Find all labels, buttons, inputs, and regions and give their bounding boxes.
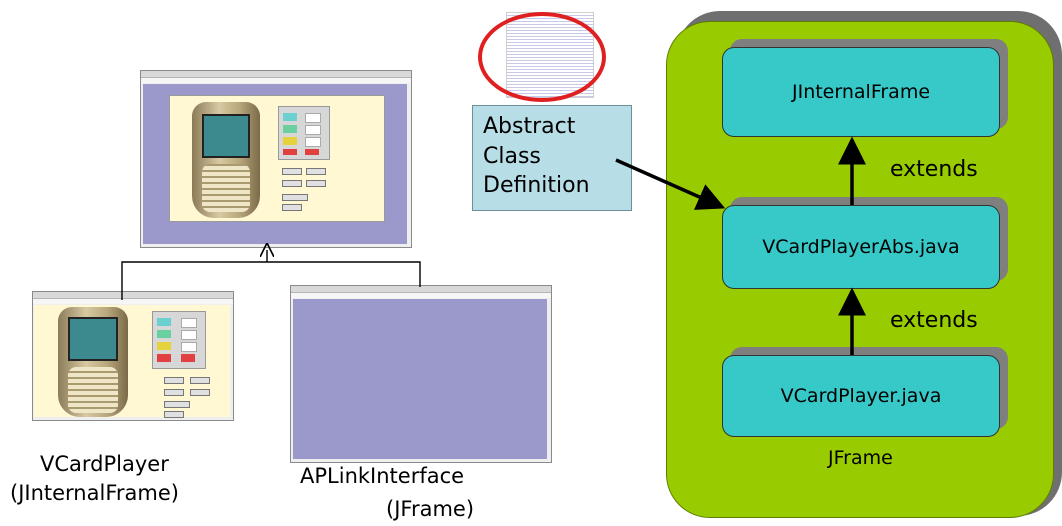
control-button: [190, 389, 210, 396]
control-button: [282, 194, 308, 201]
phone-screen: [68, 317, 118, 361]
card-thumb: [283, 113, 297, 121]
control-button: [164, 377, 184, 384]
phone-keypad: [202, 164, 250, 212]
phone-screen: [202, 114, 250, 158]
card-thumb: [157, 318, 171, 326]
card-thumb: [305, 149, 319, 155]
vcardplayer-window: [32, 291, 234, 421]
aplink-label: APLinkInterface: [300, 464, 465, 488]
control-button: [282, 168, 302, 175]
control-button: [282, 180, 302, 187]
card-thumb: [181, 354, 195, 362]
abstract-class-callout: Abstract Class Definition: [472, 105, 632, 211]
extends-label-upper: extends: [890, 157, 978, 182]
phone-image: [192, 102, 260, 218]
control-button: [282, 204, 302, 211]
class-box-vcardplayer: VCardPlayer.java: [722, 355, 1000, 437]
card-thumb: [157, 342, 171, 350]
control-button: [164, 389, 184, 396]
vcardplayer-menu-bar: [33, 299, 233, 304]
aplink-title-bar: [291, 286, 551, 293]
composite-menu-bar: [141, 78, 411, 83]
card-thumb: [305, 113, 321, 123]
tree-line: [121, 261, 421, 300]
composite-title-bar: [141, 71, 411, 78]
card-thumb: [181, 342, 197, 352]
jframe-label: JFrame: [828, 447, 893, 469]
phone-keypad: [68, 367, 118, 413]
aplink-desktop-area: [293, 299, 547, 459]
callout-pointer-arrow: [615, 158, 726, 210]
card-thumb: [157, 354, 171, 362]
aplink-type-label: (JFrame): [386, 497, 475, 521]
vcard-list-panel: [278, 106, 330, 160]
control-button: [306, 168, 326, 175]
extends-label-lower: extends: [890, 308, 978, 333]
callout-line-3: Definition: [483, 173, 590, 198]
card-thumb: [283, 125, 297, 133]
highlight-ring: [478, 12, 606, 102]
aplink-window: [290, 285, 552, 463]
vcardplayer-label: VCardPlayer: [40, 452, 169, 476]
vcardplayer-type-label: (JInternalFrame): [10, 481, 179, 505]
card-thumb: [305, 137, 321, 147]
card-thumb: [283, 149, 297, 155]
callout-line-1: Abstract: [483, 114, 576, 139]
control-button: [164, 401, 190, 408]
aplink-menu-bar: [291, 293, 551, 298]
class-box-jinternalframe: JInternalFrame: [722, 47, 1000, 137]
control-button: [164, 411, 184, 418]
class-box-vcardplayerabs: VCardPlayerAbs.java: [722, 205, 1000, 289]
vcardplayer-content: [34, 305, 230, 418]
vcardplayer-title-bar: [33, 292, 233, 299]
phone-image: [58, 307, 128, 417]
control-button: [306, 180, 326, 187]
composite-app-window: [140, 70, 412, 248]
vcard-list-panel: [152, 311, 206, 369]
card-thumb: [181, 318, 197, 328]
callout-line-2: Class: [483, 144, 541, 169]
card-thumb: [305, 125, 321, 135]
card-thumb: [283, 137, 297, 145]
card-thumb: [181, 330, 197, 340]
card-thumb: [157, 330, 171, 338]
control-button: [190, 377, 210, 384]
embedded-vcardplayer-frame: [169, 95, 385, 222]
